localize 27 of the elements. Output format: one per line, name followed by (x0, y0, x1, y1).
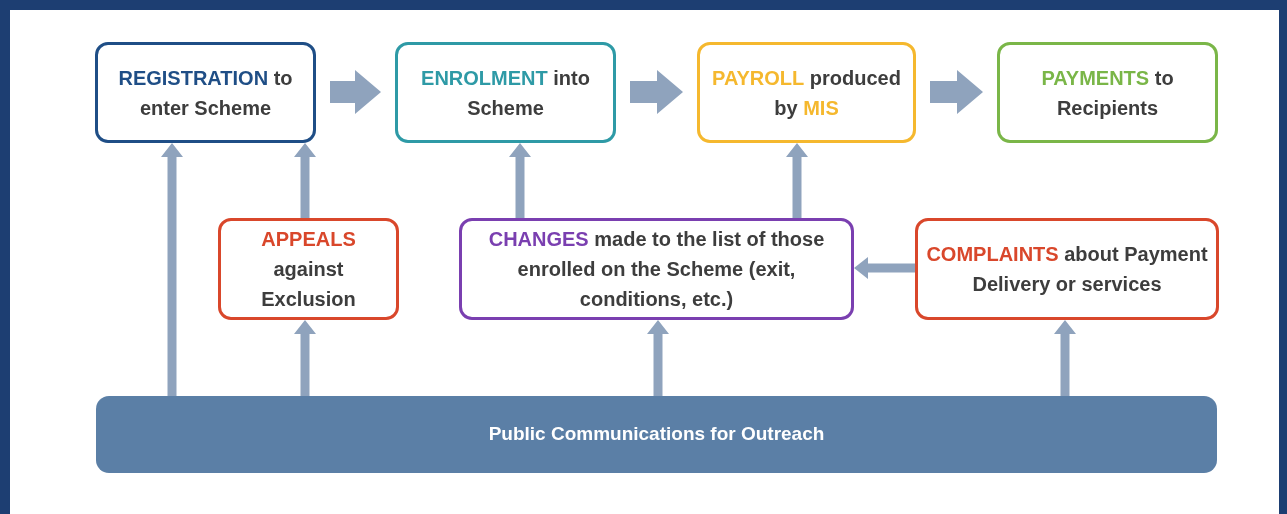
box-label: PAYROLL produced by MIS (711, 65, 902, 121)
box-label: PAYMENTS to Recipients (1040, 65, 1175, 121)
process-box (459, 218, 854, 320)
arrow (1054, 320, 1076, 396)
arrow (509, 143, 531, 218)
box-label: APPEALS against Exclusion (260, 227, 357, 312)
box-label: REGISTRATION to enter Scheme (117, 65, 294, 121)
arrow (161, 143, 183, 396)
process-box (395, 42, 616, 143)
arrow (330, 70, 381, 114)
process-box (95, 42, 316, 143)
box-label: CHANGES made to the list of those enrolled on the Scheme (exit, conditions, etc.) (487, 227, 826, 312)
process-box (697, 42, 916, 143)
arrow (647, 320, 669, 396)
process-box (218, 218, 399, 320)
arrow (786, 143, 808, 218)
box-label: ENROLMENT into Scheme (420, 65, 591, 121)
box-label: COMPLAINTS about Payment Delivery or services (925, 242, 1209, 297)
arrow (294, 320, 316, 396)
arrow (294, 143, 316, 218)
arrow (630, 70, 683, 114)
arrow (854, 257, 915, 279)
process-box (997, 42, 1218, 143)
banner-bar (96, 396, 1217, 473)
box-label: Public Communications for Outreach (487, 422, 826, 447)
arrow (930, 70, 983, 114)
process-box (915, 218, 1219, 320)
